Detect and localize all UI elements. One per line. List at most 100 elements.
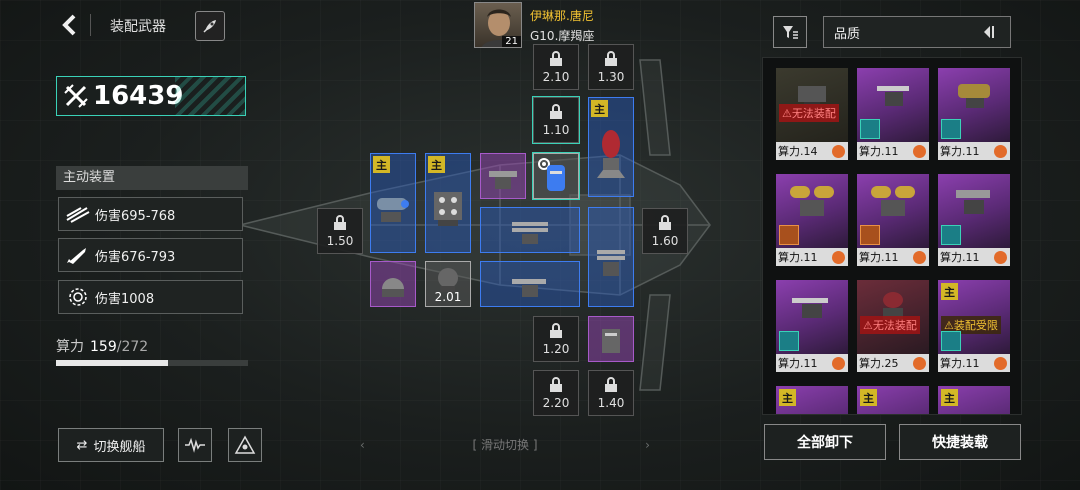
swipe-label-text: 滑动切换	[480, 438, 529, 452]
slot-value: 1.30	[597, 69, 625, 84]
slot-value: 2.20	[542, 395, 570, 410]
slot-value: 1.60	[651, 233, 679, 248]
item-compute: 算力.11	[940, 251, 980, 264]
slot-value: 1.10	[542, 122, 570, 137]
item-footer: 算力.11	[776, 248, 848, 266]
locked-slot[interactable]: 1.50	[317, 208, 363, 254]
orange-gear-icon	[994, 356, 1007, 370]
quality-sort-select[interactable]: 品质	[823, 16, 1011, 48]
damage-stat-missile[interactable]: 伤害676-793	[58, 238, 243, 272]
damage-stat-shield[interactable]: 伤害1008	[58, 280, 243, 314]
orange-gear-icon	[994, 144, 1007, 158]
inventory-panel: ⚠无法装配 算力.14 算力.11 算力.11 算力.11 算力.11 算力.1…	[762, 57, 1022, 415]
cannon-icon	[377, 197, 409, 222]
railgun-icon	[489, 171, 517, 190]
slot-value: 1.40	[597, 395, 625, 410]
item-footer: 算力.11	[938, 142, 1010, 160]
damage-stat-label: 伤害695-768	[95, 208, 176, 224]
quick-equip-button[interactable]: 快捷装载	[899, 424, 1021, 460]
orange-gear-icon	[832, 144, 845, 158]
slash-icon	[66, 207, 90, 223]
weapon-slot[interactable]	[480, 153, 526, 199]
inventory-item[interactable]: 算力.11	[776, 174, 848, 266]
lock-icon	[550, 103, 562, 119]
triangle-node-icon	[234, 435, 256, 454]
inventory-item[interactable]: 主	[938, 386, 1010, 414]
compute-progress-fill	[56, 360, 169, 366]
orange-gear-icon	[832, 356, 845, 370]
weapon-slot[interactable]: 2.01	[425, 261, 471, 307]
chevron-right-icon: ›	[645, 437, 650, 452]
weapon-slot[interactable]	[588, 207, 634, 307]
weapon-slot[interactable]: 主	[370, 153, 416, 253]
inventory-item[interactable]: 主 ⚠装配受限 算力.11	[938, 280, 1010, 372]
inventory-item[interactable]: 算力.11	[776, 280, 848, 372]
swipe-switch[interactable]: ‹ [ 滑动切换 ] ›	[360, 436, 650, 453]
switch-ship-button[interactable]: ⇄ 切换舰船	[58, 428, 164, 462]
item-compute: 算力.11	[859, 251, 899, 264]
pilot-avatar[interactable]: 21	[474, 2, 522, 48]
switch-ship-label: 切换舰船	[93, 439, 146, 455]
lock-icon	[550, 376, 562, 392]
gatling-icon	[512, 222, 548, 245]
item-compute: 算力.11	[940, 145, 980, 158]
weapon-slot[interactable]: 主	[425, 153, 471, 253]
locked-slot[interactable]: 1.30	[588, 44, 634, 90]
inventory-item[interactable]: 算力.11	[857, 174, 929, 266]
damage-stat-slash[interactable]: 伤害695-768	[58, 197, 243, 231]
main-tag: 主	[779, 389, 796, 406]
restricted-equip-warning: ⚠装配受限	[941, 316, 1001, 334]
locked-slot[interactable]: 1.60	[642, 208, 688, 254]
railgun-icon	[792, 298, 828, 318]
title-separator	[90, 14, 91, 36]
item-compute: 算力.11	[778, 251, 818, 264]
filter-button[interactable]	[773, 16, 807, 48]
lock-icon	[605, 376, 617, 392]
weapon-slot[interactable]	[532, 152, 580, 200]
triangle-node-button[interactable]	[228, 428, 262, 462]
gear-icon	[538, 158, 550, 170]
item-compute: 算力.11	[859, 145, 899, 158]
locked-slot[interactable]: 1.20	[533, 316, 579, 362]
locked-slot[interactable]: 2.20	[533, 370, 579, 416]
back-button[interactable]	[58, 12, 82, 38]
item-compute: 算力.25	[859, 357, 899, 370]
weapon-slot[interactable]	[370, 261, 416, 307]
main-tag: 主	[941, 389, 958, 406]
inventory-item[interactable]: ⚠无法装配 算力.25	[857, 280, 929, 372]
item-footer: 算力.11	[938, 248, 1010, 266]
weapon-slot[interactable]	[480, 261, 580, 307]
item-footer: 算力.11	[857, 248, 929, 266]
chevron-left-icon: ‹	[360, 437, 365, 452]
inventory-item[interactable]: 算力.11	[938, 174, 1010, 266]
locked-slot[interactable]: 1.40	[588, 370, 634, 416]
pilot-level: 21	[502, 36, 521, 47]
weapon-slot[interactable]	[588, 316, 634, 362]
inventory-item[interactable]: 算力.11	[857, 68, 929, 160]
twin-cannon-icon	[871, 186, 915, 216]
combat-power-value: 16439	[93, 81, 184, 111]
cannot-equip-warning: ⚠无法装配	[860, 316, 920, 334]
unload-all-button[interactable]: 全部卸下	[764, 424, 886, 460]
inventory-item[interactable]: 主	[857, 386, 929, 414]
teal-tier-icon	[941, 331, 961, 351]
inventory-item[interactable]: 算力.11	[938, 68, 1010, 160]
inventory-item[interactable]: ⚠无法装配 算力.14	[776, 68, 848, 160]
rocket-button[interactable]	[195, 11, 225, 41]
item-compute: 算力.11	[778, 357, 818, 370]
locked-slot[interactable]: 1.10	[532, 96, 580, 144]
swipe-label: [ 滑动切换 ]	[472, 438, 538, 452]
cannot-equip-warning: ⚠无法装配	[779, 104, 839, 122]
orange-gear-icon	[994, 250, 1007, 264]
weapon-slot[interactable]: 主	[588, 97, 634, 197]
compute-progress-bar	[56, 360, 248, 366]
locked-slot[interactable]: 2.10	[533, 44, 579, 90]
shield-ring-icon	[69, 288, 87, 306]
inventory-item[interactable]: 主	[776, 386, 848, 414]
item-footer: 算力.14	[776, 142, 848, 160]
waveform-button[interactable]	[178, 428, 212, 462]
weapon-slot[interactable]	[480, 207, 580, 253]
item-compute: 算力.14	[778, 145, 818, 158]
orange-tier-icon	[779, 225, 799, 245]
